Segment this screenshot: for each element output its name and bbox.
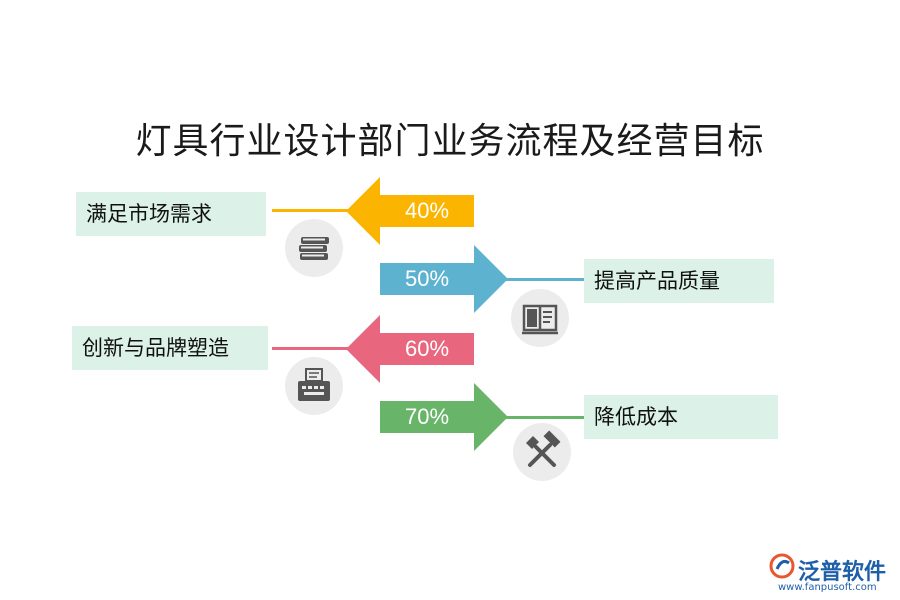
- connector-line-2: [506, 278, 584, 281]
- logo-mark-icon: [768, 552, 796, 580]
- arrow-right-4: [380, 383, 508, 451]
- goal-label-4: 降低成本: [584, 395, 778, 439]
- percent-label-1: 40%: [404, 198, 450, 223]
- books-icon: [285, 219, 343, 277]
- logo-name: 泛普软件: [798, 560, 887, 585]
- typewriter-icon: [285, 357, 343, 415]
- percent-label-3: 60%: [404, 336, 450, 361]
- goal-label-2: 提高产品质量: [584, 259, 774, 303]
- logo-url: www.fanpusoft.com: [778, 582, 877, 593]
- connector-line-3: [272, 347, 348, 350]
- hammer-tools-icon: [513, 423, 571, 481]
- connector-line-1: [272, 209, 348, 212]
- arrow-right-2: [380, 245, 508, 313]
- percent-label-2: 50%: [404, 266, 450, 291]
- open-book-icon: [511, 289, 569, 347]
- page-title: 灯具行业设计部门业务流程及经营目标: [135, 121, 765, 162]
- goal-label-1: 满足市场需求: [76, 192, 266, 236]
- goal-label-3: 创新与品牌塑造: [72, 326, 268, 370]
- arrow-left-3: [346, 315, 474, 383]
- connector-line-4: [506, 416, 584, 419]
- arrow-left-1: [346, 177, 474, 245]
- percent-label-4: 70%: [404, 404, 450, 429]
